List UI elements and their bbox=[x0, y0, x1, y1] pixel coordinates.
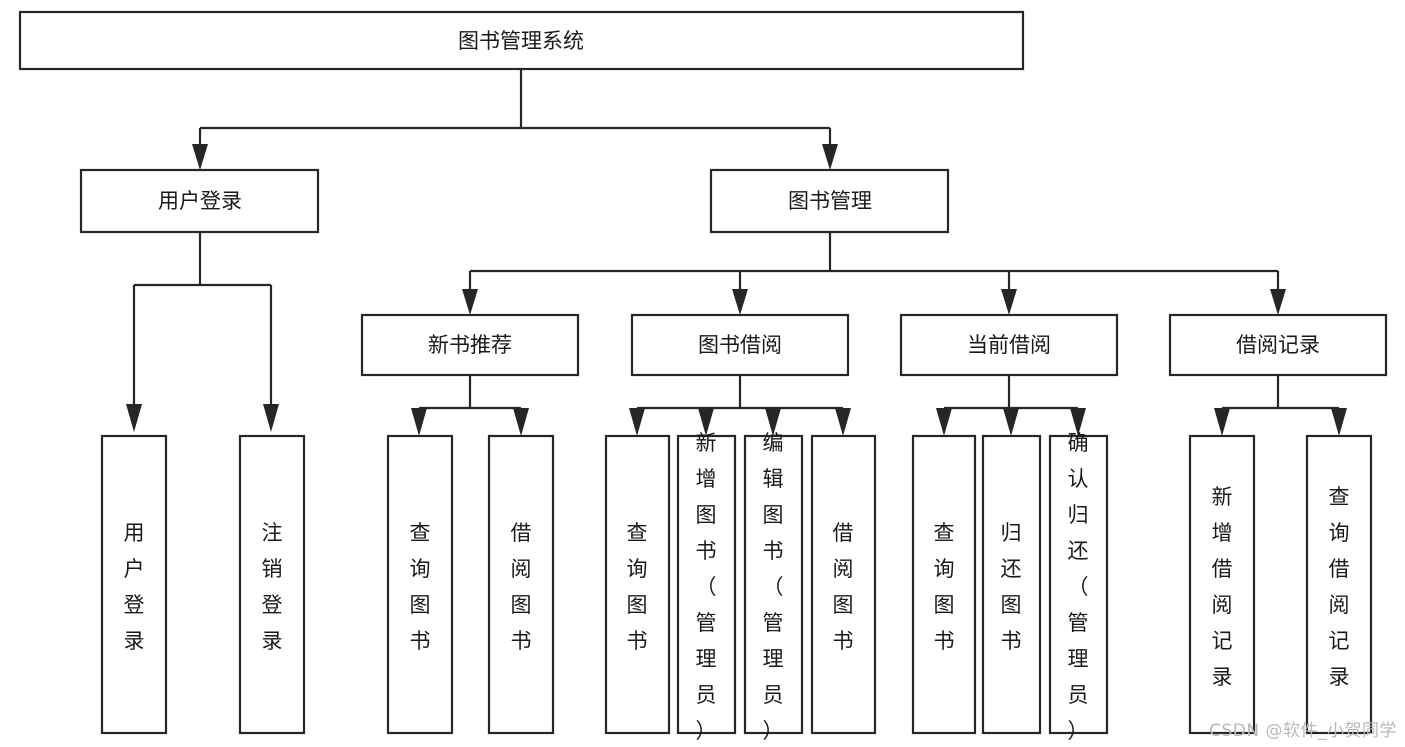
node-leaf-query-book-2-label: 查询图书 bbox=[627, 521, 648, 653]
node-book-borrow-box[interactable] bbox=[630, 313, 850, 377]
node-leaf-add-record-box[interactable] bbox=[1188, 434, 1256, 735]
arrow-head-new-book-recommend bbox=[462, 289, 478, 315]
node-root[interactable]: 图书管理系统 bbox=[18, 10, 1025, 71]
node-leaf-edit-book-box[interactable] bbox=[743, 434, 804, 735]
node-user-login-box[interactable] bbox=[79, 168, 320, 234]
node-book-manage-box[interactable] bbox=[709, 168, 950, 234]
node-leaf-confirm-return-label: 确认归还（管理员） bbox=[1068, 431, 1089, 743]
node-leaf-edit-book-label: 编辑图书（管理员） bbox=[763, 431, 784, 743]
node-leaf-borrow-book-2-label: 借阅图书 bbox=[833, 521, 854, 653]
connector-layer bbox=[126, 70, 1347, 436]
node-borrow-record[interactable]: 借阅记录 bbox=[1168, 313, 1388, 377]
node-current-borrow[interactable]: 当前借阅 bbox=[899, 313, 1119, 377]
node-leaf-confirm-return[interactable]: 确认归还（管理员） bbox=[1048, 431, 1109, 743]
node-user-login-label: 用户登录 bbox=[158, 189, 242, 213]
arrow-head-leaf-borrow-book-1 bbox=[513, 408, 529, 436]
node-book-borrow-label: 图书借阅 bbox=[698, 333, 782, 357]
node-current-borrow-label: 当前借阅 bbox=[967, 333, 1051, 357]
node-leaf-query-book-2-box[interactable] bbox=[604, 434, 671, 735]
node-leaf-add-book[interactable]: 新增图书（管理员） bbox=[676, 431, 737, 743]
node-book-borrow[interactable]: 图书借阅 bbox=[630, 313, 850, 377]
node-leaf-logout-login[interactable]: 注销登录 bbox=[238, 434, 306, 735]
node-leaf-add-record-label: 新增借阅记录 bbox=[1212, 485, 1233, 689]
node-root-label: 图书管理系统 bbox=[458, 29, 584, 53]
arrow-head-leaf-edit-book bbox=[765, 408, 781, 436]
node-leaf-confirm-return-box[interactable] bbox=[1048, 434, 1109, 735]
arrow-head-book-manage bbox=[822, 144, 838, 170]
node-leaf-add-book-label: 新增图书（管理员） bbox=[696, 431, 717, 743]
node-new-book-recommend[interactable]: 新书推荐 bbox=[360, 313, 580, 377]
arrow-head-leaf-return-book bbox=[1003, 408, 1019, 436]
node-leaf-query-book-1-box[interactable] bbox=[386, 434, 454, 735]
node-leaf-query-record-box[interactable] bbox=[1305, 434, 1373, 735]
node-leaf-return-book[interactable]: 归还图书 bbox=[981, 434, 1042, 735]
arrow-head-user-login bbox=[192, 144, 208, 170]
node-leaf-return-book-label: 归还图书 bbox=[1001, 521, 1022, 653]
node-book-manage-label: 图书管理 bbox=[788, 189, 872, 213]
node-leaf-query-book-3[interactable]: 查询图书 bbox=[911, 434, 977, 735]
arrow-head-leaf-query-record bbox=[1331, 408, 1347, 436]
arrow-head-leaf-user-login bbox=[126, 404, 142, 432]
node-leaf-query-book-2[interactable]: 查询图书 bbox=[604, 434, 671, 735]
arrow-head-leaf-borrow-book-2 bbox=[835, 408, 851, 436]
node-leaf-edit-book[interactable]: 编辑图书（管理员） bbox=[743, 431, 804, 743]
arrow-head-leaf-add-record bbox=[1214, 408, 1230, 436]
arrow-head-leaf-add-book bbox=[698, 408, 714, 436]
node-leaf-borrow-book-2[interactable]: 借阅图书 bbox=[810, 434, 877, 735]
node-leaf-query-book-1-label: 查询图书 bbox=[410, 521, 431, 653]
node-leaf-borrow-book-1[interactable]: 借阅图书 bbox=[487, 434, 555, 735]
arrow-head-current-borrow bbox=[1001, 289, 1017, 315]
node-leaf-user-login-label: 用户登录 bbox=[124, 521, 145, 653]
node-borrow-record-box[interactable] bbox=[1168, 313, 1388, 377]
arrow-head-leaf-query-book-1 bbox=[411, 408, 427, 436]
arrow-head-leaf-logout-login bbox=[263, 404, 279, 432]
node-root-box[interactable] bbox=[18, 10, 1025, 71]
node-current-borrow-box[interactable] bbox=[899, 313, 1119, 377]
node-leaf-query-book-3-label: 查询图书 bbox=[934, 521, 955, 653]
node-leaf-user-login-box[interactable] bbox=[100, 434, 168, 735]
node-leaf-query-book-3-box[interactable] bbox=[911, 434, 977, 735]
node-leaf-query-record-label: 查询借阅记录 bbox=[1329, 485, 1350, 689]
node-leaf-add-record[interactable]: 新增借阅记录 bbox=[1188, 434, 1256, 735]
arrow-head-book-borrow bbox=[732, 289, 748, 315]
node-leaf-query-book-1[interactable]: 查询图书 bbox=[386, 434, 454, 735]
arrow-head-leaf-query-book-3 bbox=[936, 408, 952, 436]
node-leaf-add-book-box[interactable] bbox=[676, 434, 737, 735]
node-leaf-borrow-book-1-box[interactable] bbox=[487, 434, 555, 735]
node-leaf-borrow-book-1-label: 借阅图书 bbox=[511, 521, 532, 653]
node-leaf-return-book-box[interactable] bbox=[981, 434, 1042, 735]
node-leaf-logout-login-box[interactable] bbox=[238, 434, 306, 735]
node-leaf-query-record[interactable]: 查询借阅记录 bbox=[1305, 434, 1373, 735]
node-user-login[interactable]: 用户登录 bbox=[79, 168, 320, 234]
node-leaf-borrow-book-2-box[interactable] bbox=[810, 434, 877, 735]
node-borrow-record-label: 借阅记录 bbox=[1236, 333, 1320, 357]
node-new-book-recommend-box[interactable] bbox=[360, 313, 580, 377]
arrow-head-borrow-record bbox=[1270, 289, 1286, 315]
node-new-book-recommend-label: 新书推荐 bbox=[428, 333, 512, 357]
arrow-head-leaf-query-book-2 bbox=[629, 408, 645, 436]
node-book-manage[interactable]: 图书管理 bbox=[709, 168, 950, 234]
node-leaf-user-login[interactable]: 用户登录 bbox=[100, 434, 168, 735]
arrow-head-leaf-confirm-return bbox=[1070, 408, 1086, 436]
node-leaf-logout-login-label: 注销登录 bbox=[262, 521, 283, 653]
